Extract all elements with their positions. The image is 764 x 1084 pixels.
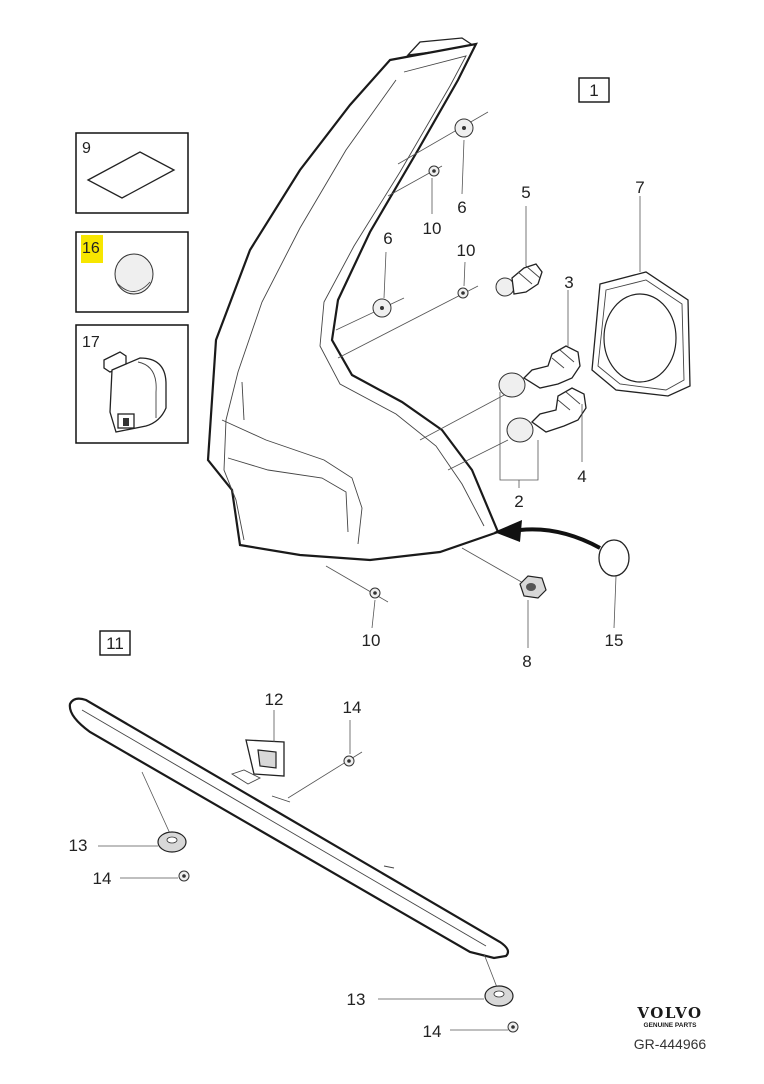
part-callout-13b: 13 [347, 990, 366, 1009]
part-callout-3: 3 [564, 273, 573, 292]
connector-part [103, 351, 167, 433]
screw-fastener-6-lower [335, 297, 405, 331]
part-callout-2: 2 [514, 492, 523, 511]
highlight-marker [81, 235, 103, 263]
cap-part [114, 253, 154, 295]
socket-with-bulb-3 [419, 345, 581, 441]
part-callout-4: 4 [577, 467, 586, 486]
inset-number: 17 [82, 334, 100, 351]
nut-14-left [120, 870, 190, 882]
part-callout-15: 15 [605, 631, 624, 650]
nut-10-lower [325, 565, 389, 603]
part-callout-8: 8 [522, 652, 531, 671]
part-callout-10c: 10 [362, 631, 381, 650]
clip-12 [245, 710, 285, 777]
part-callout-14c: 14 [423, 1022, 442, 1041]
grommet-13-left [98, 771, 187, 853]
lamp-outer-body [206, 42, 500, 562]
inset-box-9: 9 [75, 132, 189, 214]
inset-box-17: 17 [75, 324, 189, 444]
part-callout-11: 11 [99, 630, 131, 656]
genuine-parts-label: GENUINE PARTS [644, 1022, 698, 1029]
callout-label: 11 [106, 634, 124, 653]
part-callout-14a: 14 [343, 698, 362, 717]
part-callout-12: 12 [265, 690, 284, 709]
part-callout-10b: 10 [457, 241, 476, 260]
screw-fastener-6-upper [397, 111, 489, 165]
inset-number: 9 [82, 140, 91, 157]
grommet-8 [461, 547, 547, 599]
part-callout-6b: 6 [383, 229, 392, 248]
callout-label: 1 [589, 81, 598, 100]
brand-block: VOLVO GENUINE PARTS GR-444966 [634, 1004, 707, 1052]
grommet-13-bottom [378, 953, 514, 1007]
part-callout-5: 5 [521, 183, 530, 202]
socket-with-bulb-4 [447, 387, 587, 471]
part-callout-10a: 10 [423, 219, 442, 238]
part-callout-7: 7 [635, 178, 644, 197]
diagram-reference-code: GR-444966 [634, 1036, 707, 1052]
part-callout-13a: 13 [69, 836, 88, 855]
nut-14-bottom [450, 1021, 519, 1033]
nut-14-upper [287, 720, 363, 799]
reflector-strip-11 [68, 697, 510, 960]
gasket-7 [591, 271, 691, 397]
nut-10-upper [387, 165, 443, 197]
part-callout-1: 1 [578, 77, 610, 103]
label-sticker-part [86, 151, 176, 199]
part-callout-14b: 14 [93, 869, 112, 888]
bulb-holder-5 [495, 263, 543, 297]
tail-lamp-housing [206, 37, 500, 562]
inset-number: 16 [82, 240, 100, 257]
part-callout-6a: 6 [457, 198, 466, 217]
cap-15 [494, 520, 630, 577]
assembly-arrow-icon [519, 527, 601, 550]
nut-10-middle [337, 285, 479, 359]
volvo-logo: VOLVO [636, 1004, 702, 1022]
inset-box-16: 16 [75, 231, 189, 313]
